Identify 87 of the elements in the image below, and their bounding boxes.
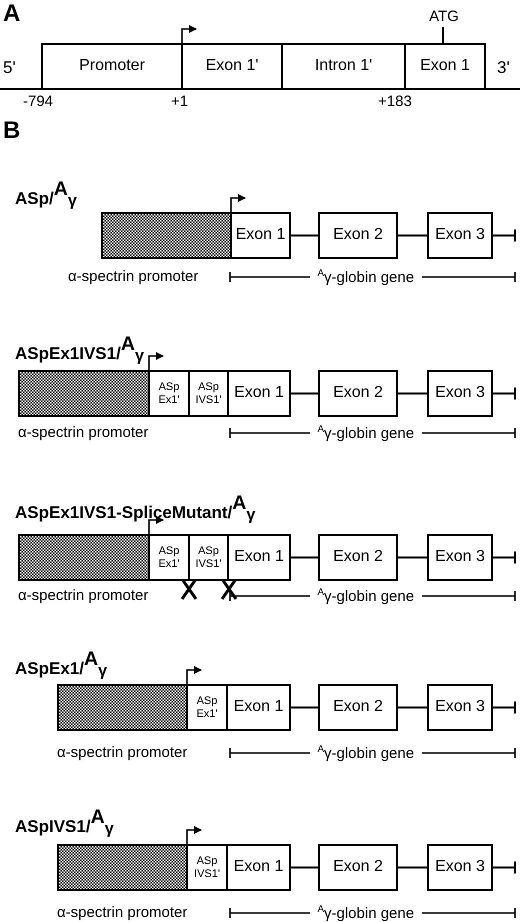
small-intron-box <box>186 844 228 891</box>
tail-line <box>493 552 516 564</box>
exon-box <box>226 684 291 731</box>
exon-box <box>318 370 398 417</box>
segment-label: Exon 1 <box>236 226 286 245</box>
exon-box <box>318 844 398 891</box>
gene-label: $^{A}$γ-globin gene <box>310 904 422 922</box>
exon-box <box>427 684 493 731</box>
hatched-promoter-box <box>18 370 150 417</box>
gene-label: $^{A}$γ-globin gene <box>310 587 422 605</box>
intron-line <box>398 234 427 236</box>
intron-line <box>398 866 427 868</box>
exon-box <box>227 370 291 417</box>
intron-line <box>291 556 318 558</box>
segment-label: Exon 3 <box>435 698 485 717</box>
leader-line <box>442 27 444 43</box>
intron-line <box>291 392 318 394</box>
segment-label: Exon 2 <box>333 548 383 567</box>
segment-label: Exon 3 <box>435 548 485 567</box>
segment-label: Exon 1 <box>234 384 284 403</box>
small-intron-box <box>188 534 229 581</box>
segment-label: ASp IVS1' <box>193 854 221 880</box>
intron-line <box>398 392 427 394</box>
segment-label: ASp Ex1' <box>157 544 181 570</box>
segment-label: Intron 1' <box>314 57 372 76</box>
panel-letter: B <box>3 117 20 145</box>
exon-box <box>427 370 493 417</box>
position-label: +1 <box>171 93 188 110</box>
hatched-promoter-box <box>18 534 150 581</box>
caption-text: α-spectrin promoter <box>57 744 188 761</box>
gene-label: $^{A}$γ-globin gene <box>310 744 422 762</box>
position-label: -794 <box>23 93 54 110</box>
exon-box <box>227 534 291 581</box>
segment-label: Exon 3 <box>435 226 485 245</box>
segment-label: Exon 2 <box>333 698 383 717</box>
promoter-box <box>41 43 183 90</box>
intron-line <box>291 706 318 708</box>
gene-label: $^{A}$γ-globin gene <box>310 268 422 286</box>
panel-letter: A <box>3 0 20 28</box>
strand-end-label: 3' <box>497 58 510 78</box>
segment-label: ASp IVS1' <box>194 544 222 570</box>
intron-line <box>398 706 427 708</box>
caption-text: α-spectrin promoter <box>57 904 188 921</box>
small-intron-box <box>188 370 229 417</box>
gene-label: $^{A}$γ-globin gene <box>310 424 422 442</box>
segment-label: Exon 3 <box>435 384 485 403</box>
hatched-promoter-box <box>57 844 188 891</box>
segment-label: Exon 1 <box>234 548 284 567</box>
intron-line <box>398 556 427 558</box>
exon-box <box>427 844 493 891</box>
hatched-promoter-box <box>57 684 188 731</box>
caption-text: α-spectrin promoter <box>18 424 148 441</box>
exon-box <box>318 534 398 581</box>
caption-text: α-spectrin promoter <box>18 587 148 604</box>
caption-text: α-spectrin promoter <box>68 268 198 285</box>
tail-line <box>493 702 516 714</box>
segment-label: Exon 2 <box>333 384 383 403</box>
tail-line <box>493 230 516 242</box>
small-exon-box <box>186 684 228 731</box>
exon-box <box>318 212 398 259</box>
segment-label: Exon 2 <box>333 858 383 877</box>
tail-line <box>493 388 516 400</box>
hatched-promoter-box <box>101 212 232 259</box>
exon-box <box>230 212 291 259</box>
segment-label: Exon 1' <box>206 57 258 76</box>
tail-line <box>493 862 516 874</box>
exon-box <box>427 212 493 259</box>
intron-line <box>291 866 318 868</box>
position-label: +183 <box>378 93 412 110</box>
exon-box <box>318 684 398 731</box>
exon-box <box>427 534 493 581</box>
intron-line <box>291 234 318 236</box>
segment-label: Exon 3 <box>435 858 485 877</box>
segment-label: ASp IVS1' <box>194 380 222 406</box>
codon-label: ATG <box>424 6 464 27</box>
exon-box <box>404 43 486 90</box>
small-exon-box <box>148 534 190 581</box>
exon-box <box>226 844 291 891</box>
segment-label: Exon 1 <box>234 698 284 717</box>
segment-label: Promoter <box>79 57 145 76</box>
strand-end-label: 5' <box>3 58 16 78</box>
small-exon-box <box>148 370 190 417</box>
segment-label: ASp Ex1' <box>157 380 181 406</box>
segment-label: ASp Ex1' <box>195 694 219 720</box>
segment-label: Exon 1 <box>420 57 470 76</box>
segment-label: Exon 2 <box>333 226 383 245</box>
segment-label: Exon 1 <box>234 858 284 877</box>
